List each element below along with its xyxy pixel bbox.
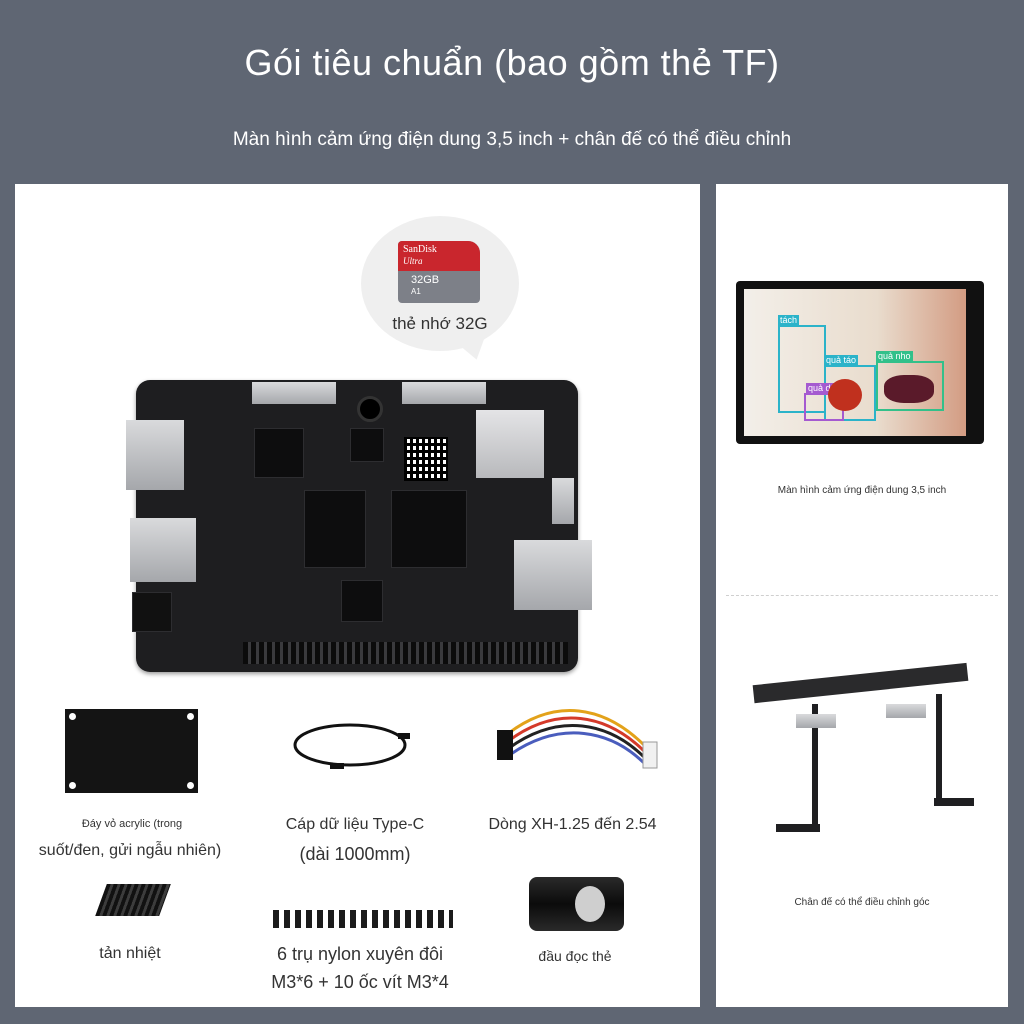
screws-caption-line1: 6 trụ nylon xuyên đôi bbox=[276, 944, 444, 964]
sd-card-image: SanDisk Ultra 32GB A1 bbox=[398, 241, 480, 303]
detection-label-cup: tách bbox=[778, 315, 800, 325]
heatsink-image bbox=[95, 884, 171, 916]
qr-code bbox=[404, 437, 448, 481]
acrylic-base-image bbox=[65, 709, 198, 793]
stand-hinge-left bbox=[796, 714, 836, 728]
apple-shape bbox=[828, 379, 862, 411]
camera-lens bbox=[357, 396, 383, 422]
card-reader-image bbox=[529, 877, 624, 931]
touchscreen-image: tách quả táo quả nho quả dâu bbox=[736, 281, 984, 444]
section-divider bbox=[726, 595, 998, 596]
k230-core-chip bbox=[391, 490, 467, 568]
stand-foot-right bbox=[934, 798, 974, 806]
heatsink-caption: tản nhiệt bbox=[99, 945, 161, 962]
cam1-connector bbox=[252, 382, 336, 404]
nylon-standoffs-screws-image bbox=[273, 910, 453, 928]
display-stand-panel: tách quả táo quả nho quả dâu Màn hình cả… bbox=[716, 184, 1008, 1007]
cam-chip bbox=[350, 428, 384, 462]
stand-leg-left bbox=[812, 704, 818, 824]
grapes-shape bbox=[884, 375, 934, 403]
sd-line: Ultra bbox=[403, 256, 423, 266]
xh-cable-image bbox=[497, 709, 658, 769]
pmic-chip bbox=[341, 580, 383, 622]
page-subtitle: Màn hình cảm ứng điện dung 3,5 inch + ch… bbox=[232, 129, 792, 150]
cam2-connector bbox=[402, 382, 486, 404]
ethernet-port bbox=[126, 420, 184, 490]
detection-label-strawberry: quả dâu bbox=[806, 383, 843, 393]
xh-cable-caption: Dòng XH-1.25 đến 2.54 bbox=[488, 816, 657, 833]
package-contents-panel: SanDisk Ultra 32GB A1 thẻ nhớ 32G Đáy vỏ… bbox=[15, 184, 700, 1007]
card-reader-caption: đầu đọc thẻ bbox=[538, 948, 612, 964]
sd-capacity: 32GB bbox=[411, 274, 440, 286]
detection-label-apple: quả táo bbox=[824, 355, 859, 365]
lpddr4-chip bbox=[304, 490, 366, 568]
stand-hinge-right bbox=[886, 704, 926, 718]
sd-rating: A1 bbox=[411, 287, 421, 296]
usb-hub-chip bbox=[254, 428, 304, 478]
sd-brand: SanDisk bbox=[403, 244, 437, 255]
wifi-module bbox=[476, 410, 544, 478]
acrylic-caption-line2: suốt/đen, gửi ngẫu nhiên) bbox=[38, 842, 222, 859]
screws-caption-line2: M3*6 + 10 ốc vít M3*4 bbox=[271, 972, 449, 992]
sd-card-label: thẻ nhớ 32G bbox=[392, 314, 488, 333]
page-title: Gói tiêu chuẩn (bao gồm thẻ TF) bbox=[244, 42, 780, 83]
stand-caption: Chân đế có thể điều chỉnh góc bbox=[794, 897, 930, 908]
usb-port bbox=[130, 518, 196, 582]
cable-caption-line1: Cáp dữ liệu Type-C bbox=[285, 816, 425, 833]
type-c-port bbox=[552, 478, 574, 524]
audio-jack bbox=[132, 592, 172, 632]
detection-box-grapes bbox=[876, 361, 944, 411]
cable-caption-line2: (dài 1000mm) bbox=[299, 844, 411, 864]
detection-label-grapes: quả nho bbox=[876, 351, 913, 361]
acrylic-caption-line1: Đáy vỏ acrylic (trong bbox=[81, 818, 183, 830]
dev-board-image bbox=[126, 380, 592, 672]
tf-slot bbox=[514, 540, 592, 610]
type-c-cable-image bbox=[293, 723, 410, 769]
gpio-header bbox=[243, 642, 568, 664]
stand-foot-left bbox=[776, 824, 820, 832]
screen-caption: Màn hình cảm ứng điện dung 3,5 inch bbox=[777, 485, 947, 496]
stand-leg-right bbox=[936, 694, 942, 804]
